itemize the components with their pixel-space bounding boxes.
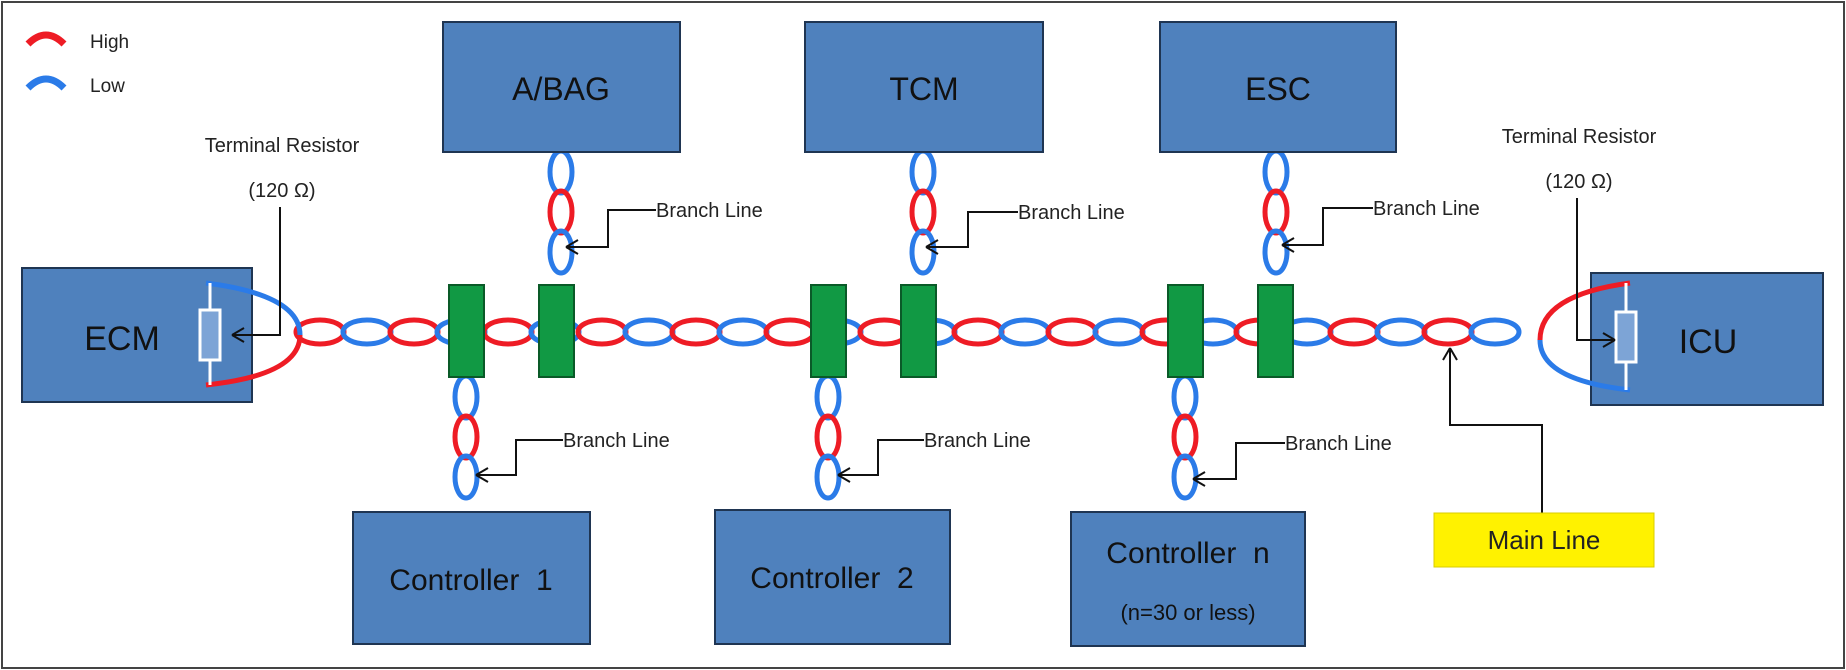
esc-box <box>1159 21 1397 153</box>
branch-line-twist <box>1262 228 1290 276</box>
branch-line-controller1-arrowhead <box>475 467 489 483</box>
branch-line-controller1-label: Branch Line <box>563 430 670 452</box>
legend-high-swatch <box>25 31 67 47</box>
tcm-module: TCM <box>804 21 1044 153</box>
branch-line-abag-pointer <box>566 209 656 248</box>
abag-label: A/BAG <box>512 71 610 107</box>
main-line-label: Main Line <box>1488 525 1601 555</box>
abag-box <box>442 21 681 153</box>
icu-label: ICU <box>1679 323 1738 361</box>
esc-label: ESC <box>1245 71 1311 107</box>
main-line-callout: Main Line <box>1433 347 1655 568</box>
icu-termination-low <box>1537 339 1631 393</box>
branch-line-tcm-pointer <box>926 211 1018 248</box>
terminal-resistor-left-arrowhead <box>231 327 245 343</box>
main-line-highlight <box>1433 512 1655 568</box>
controllern-box <box>1070 511 1306 647</box>
icu-module: ICU <box>1537 272 1824 406</box>
connector-esc <box>1257 284 1294 378</box>
branch-line-controller1-pointer <box>476 439 563 476</box>
branch-line-abag-arrowhead <box>565 239 579 255</box>
main-line-arrowhead <box>1442 347 1458 361</box>
branch-line-twist <box>547 228 575 276</box>
connector-tcm <box>900 284 937 378</box>
controllern-note: (n=30 or less) <box>1120 600 1255 625</box>
legend-low-label: Low <box>90 76 125 97</box>
branch-line-controller2-pointer <box>838 439 924 476</box>
controller1-module: Controller 1 <box>352 511 591 645</box>
controller1-box <box>352 511 591 645</box>
branch-line-esc: Branch Line <box>1281 198 1480 253</box>
branch-line-controllern: Branch Line <box>1192 433 1392 487</box>
branch-line-controllern-arrowhead <box>1192 471 1206 487</box>
connector-abag <box>538 284 575 378</box>
branch-line-esc-arrowhead <box>1281 237 1295 253</box>
ecm-termination-high <box>205 334 303 388</box>
branch-line-controller2-arrowhead <box>837 467 851 483</box>
terminal-resistor-left-pointer <box>232 207 281 336</box>
terminal-resistor-left-label: Terminal Resistor (120 Ω) <box>205 135 360 343</box>
branch-line-controllern-pointer <box>1193 442 1285 480</box>
branch-line-controllern-label: Branch Line <box>1285 433 1392 455</box>
branch-line-esc-pointer <box>1282 207 1373 246</box>
terminal-resistor-left-value: (120 Ω) <box>248 180 315 202</box>
branch-line-controller2: Branch Line <box>837 430 1031 483</box>
branch-line-tcm-arrowhead <box>925 239 939 255</box>
controller2-box <box>714 509 951 645</box>
ecm-resistor-icon <box>198 308 222 362</box>
connector-controller1 <box>448 284 485 378</box>
tcm-label: TCM <box>889 71 958 107</box>
abag-module: A/BAG <box>442 21 681 153</box>
terminal-resistor-right-pointer <box>1576 198 1615 341</box>
tcm-box <box>804 21 1044 153</box>
branch-line-controller2-label: Branch Line <box>924 430 1031 452</box>
controller2-label: Controller 2 <box>750 562 913 595</box>
branch-line-tcm: Branch Line <box>925 202 1125 255</box>
branch-line-abag-label: Branch Line <box>656 200 763 222</box>
ecm-label: ECM <box>84 320 160 358</box>
main-line-twist <box>1468 317 1522 347</box>
terminal-resistor-right-label: Terminal Resistor (120 Ω) <box>1502 126 1657 348</box>
branch-line-esc-label: Branch Line <box>1373 198 1480 220</box>
terminal-resistor-right-title: Terminal Resistor <box>1502 126 1657 148</box>
legend-high-label: High <box>90 32 129 53</box>
controllern-label: Controller n <box>1106 537 1269 570</box>
terminal-resistor-right-arrowhead <box>1602 332 1616 348</box>
controller1-label: Controller 1 <box>389 564 552 597</box>
esc-module: ESC <box>1159 21 1397 153</box>
ecm-module: ECM <box>21 267 303 403</box>
connector-controller2 <box>810 284 847 378</box>
main-line-pointer <box>1449 348 1543 513</box>
connectors <box>448 284 1294 378</box>
branch-line-twist <box>814 453 842 501</box>
legend: High Low <box>25 31 129 97</box>
ecm-termination-low <box>205 280 303 336</box>
branch-line-abag: Branch Line <box>565 200 763 255</box>
icu-termination-high <box>1537 280 1631 341</box>
legend-low-swatch <box>25 75 67 91</box>
branch-line-tcm-label: Branch Line <box>1018 202 1125 224</box>
branch-line-twist <box>452 453 480 501</box>
icu-resistor-icon <box>1614 310 1638 364</box>
controllern-module: Controller n (n=30 or less) <box>1070 511 1306 647</box>
connector-controllern <box>1167 284 1204 378</box>
branch-line-controller1: Branch Line <box>475 430 670 483</box>
controller2-module: Controller 2 <box>714 509 951 645</box>
terminal-resistor-right-value: (120 Ω) <box>1545 171 1612 193</box>
terminal-resistor-left-title: Terminal Resistor <box>205 135 360 157</box>
